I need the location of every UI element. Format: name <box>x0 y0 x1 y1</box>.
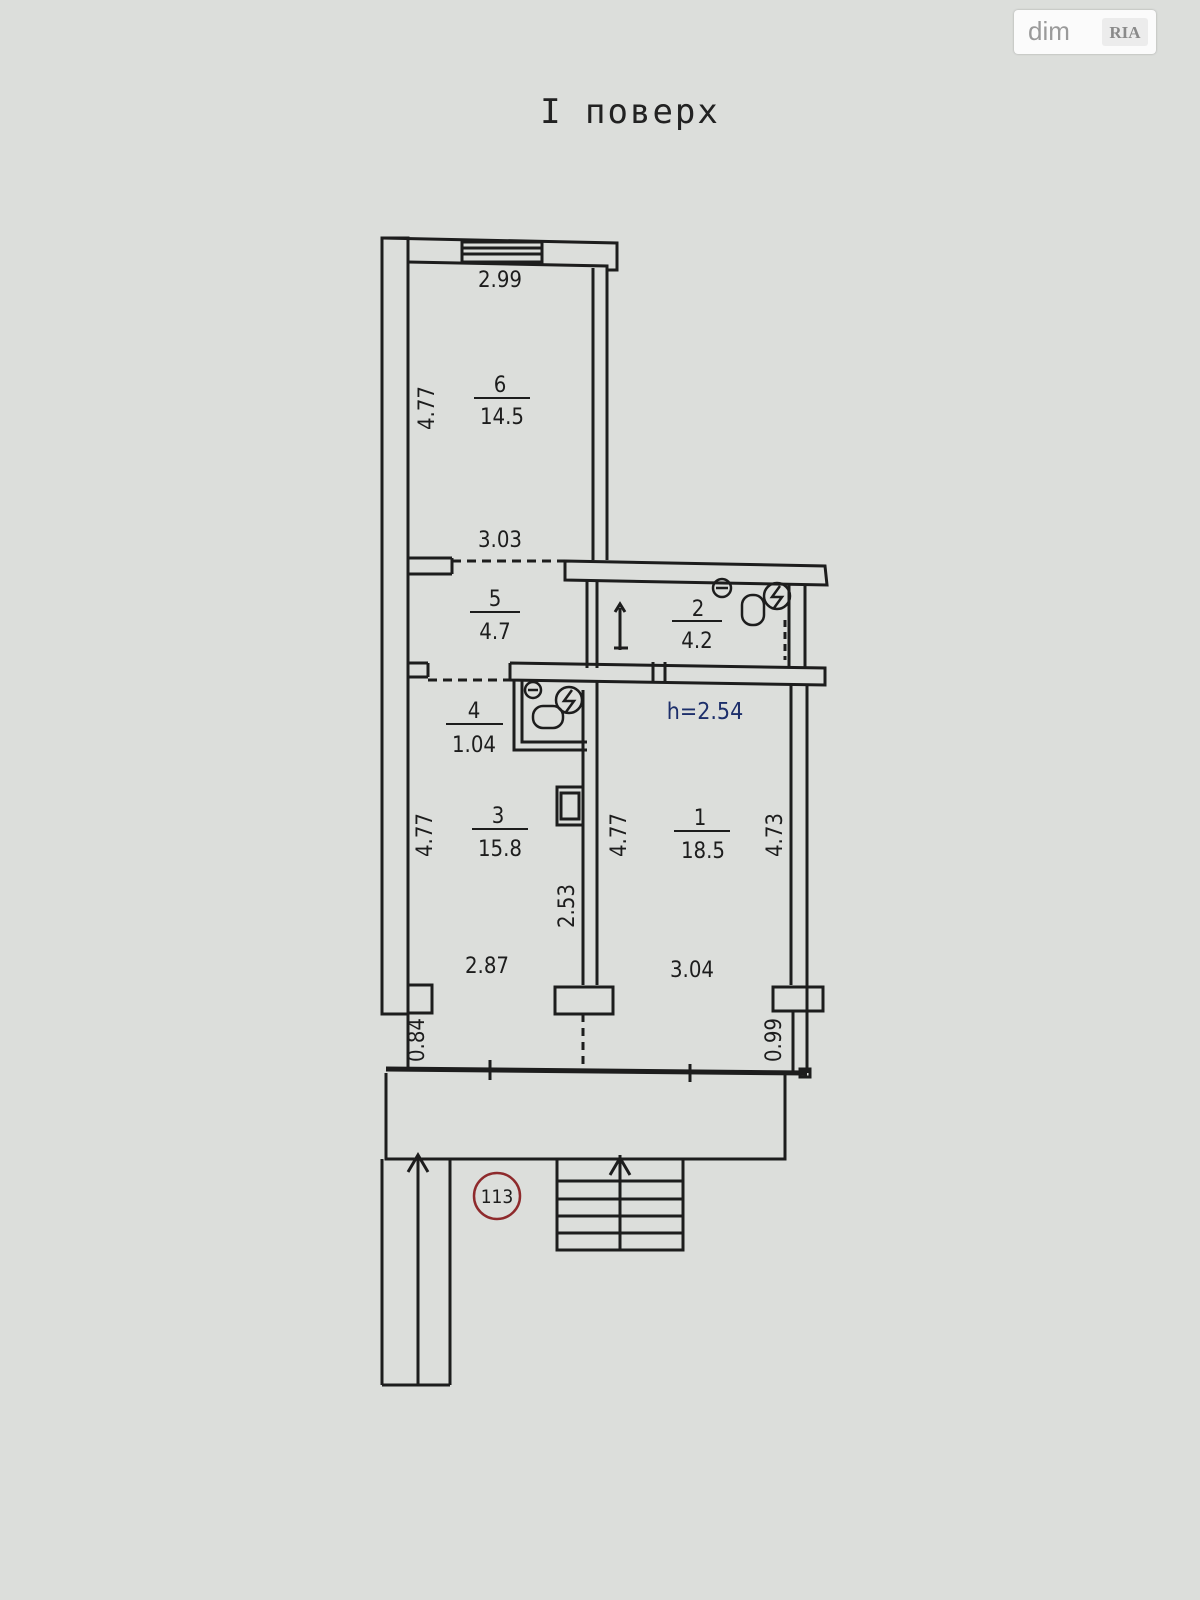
dim-room3-length: 4.77 <box>413 813 438 857</box>
dim-top-width: 2.99 <box>478 268 522 293</box>
toilet-icon <box>740 593 766 627</box>
dim-ria-watermark: dim RIA <box>1014 10 1156 54</box>
room-2-area: 4.2 <box>681 629 712 654</box>
dimension-labels: 2.99 3.03 4.77 4.77 4.77 4.73 2.53 2.87 … <box>405 268 788 1062</box>
walls <box>380 236 829 1387</box>
watermark-brand: RIA <box>1102 18 1148 46</box>
room-5-area: 4.7 <box>479 620 510 645</box>
sanitary-fixtures <box>523 577 792 730</box>
room-6-number: 6 <box>494 373 507 398</box>
sink-icon <box>711 577 733 599</box>
building-ref-number: 113 <box>481 1186 514 1208</box>
dim-partition-length: 2.53 <box>555 884 580 928</box>
room-1-area: 18.5 <box>681 839 725 864</box>
dim-room1-right-length: 4.73 <box>763 813 788 857</box>
ceiling-height-label: h=2.54 <box>667 699 744 725</box>
dim-room3-width: 2.87 <box>465 954 509 979</box>
dim-room6-length: 4.77 <box>415 386 440 430</box>
sink-icon-room4 <box>523 680 543 700</box>
room-1-number: 1 <box>694 806 707 831</box>
room-4-number: 4 <box>468 699 481 724</box>
room-labels: 6 14.5 5 4.7 2 4.2 4 1.04 3 15.8 1 18.5 … <box>446 373 743 864</box>
gas-boiler-icon <box>762 581 792 611</box>
dim-room1-width: 3.04 <box>670 958 714 983</box>
room-5-number: 5 <box>489 587 502 612</box>
toilet-icon-room4 <box>531 704 565 730</box>
room-2-number: 2 <box>692 597 705 622</box>
building-ref-marker: 113 <box>472 1171 522 1221</box>
floor-title: I поверх <box>540 92 720 132</box>
window-icon <box>460 240 544 264</box>
room-6-area: 14.5 <box>480 405 524 430</box>
room-3-area: 15.8 <box>478 837 522 862</box>
room-4-area: 1.04 <box>452 733 496 758</box>
dim-right-opening: 0.99 <box>762 1018 787 1062</box>
watermark-site: dim <box>1028 16 1070 46</box>
room-3-number: 3 <box>492 804 505 829</box>
dim-room6-bottom-width: 3.03 <box>478 528 522 553</box>
gas-boiler-icon-room4 <box>554 685 584 715</box>
dim-left-opening: 0.84 <box>405 1018 430 1062</box>
dim-room1-left-length: 4.77 <box>607 813 632 857</box>
